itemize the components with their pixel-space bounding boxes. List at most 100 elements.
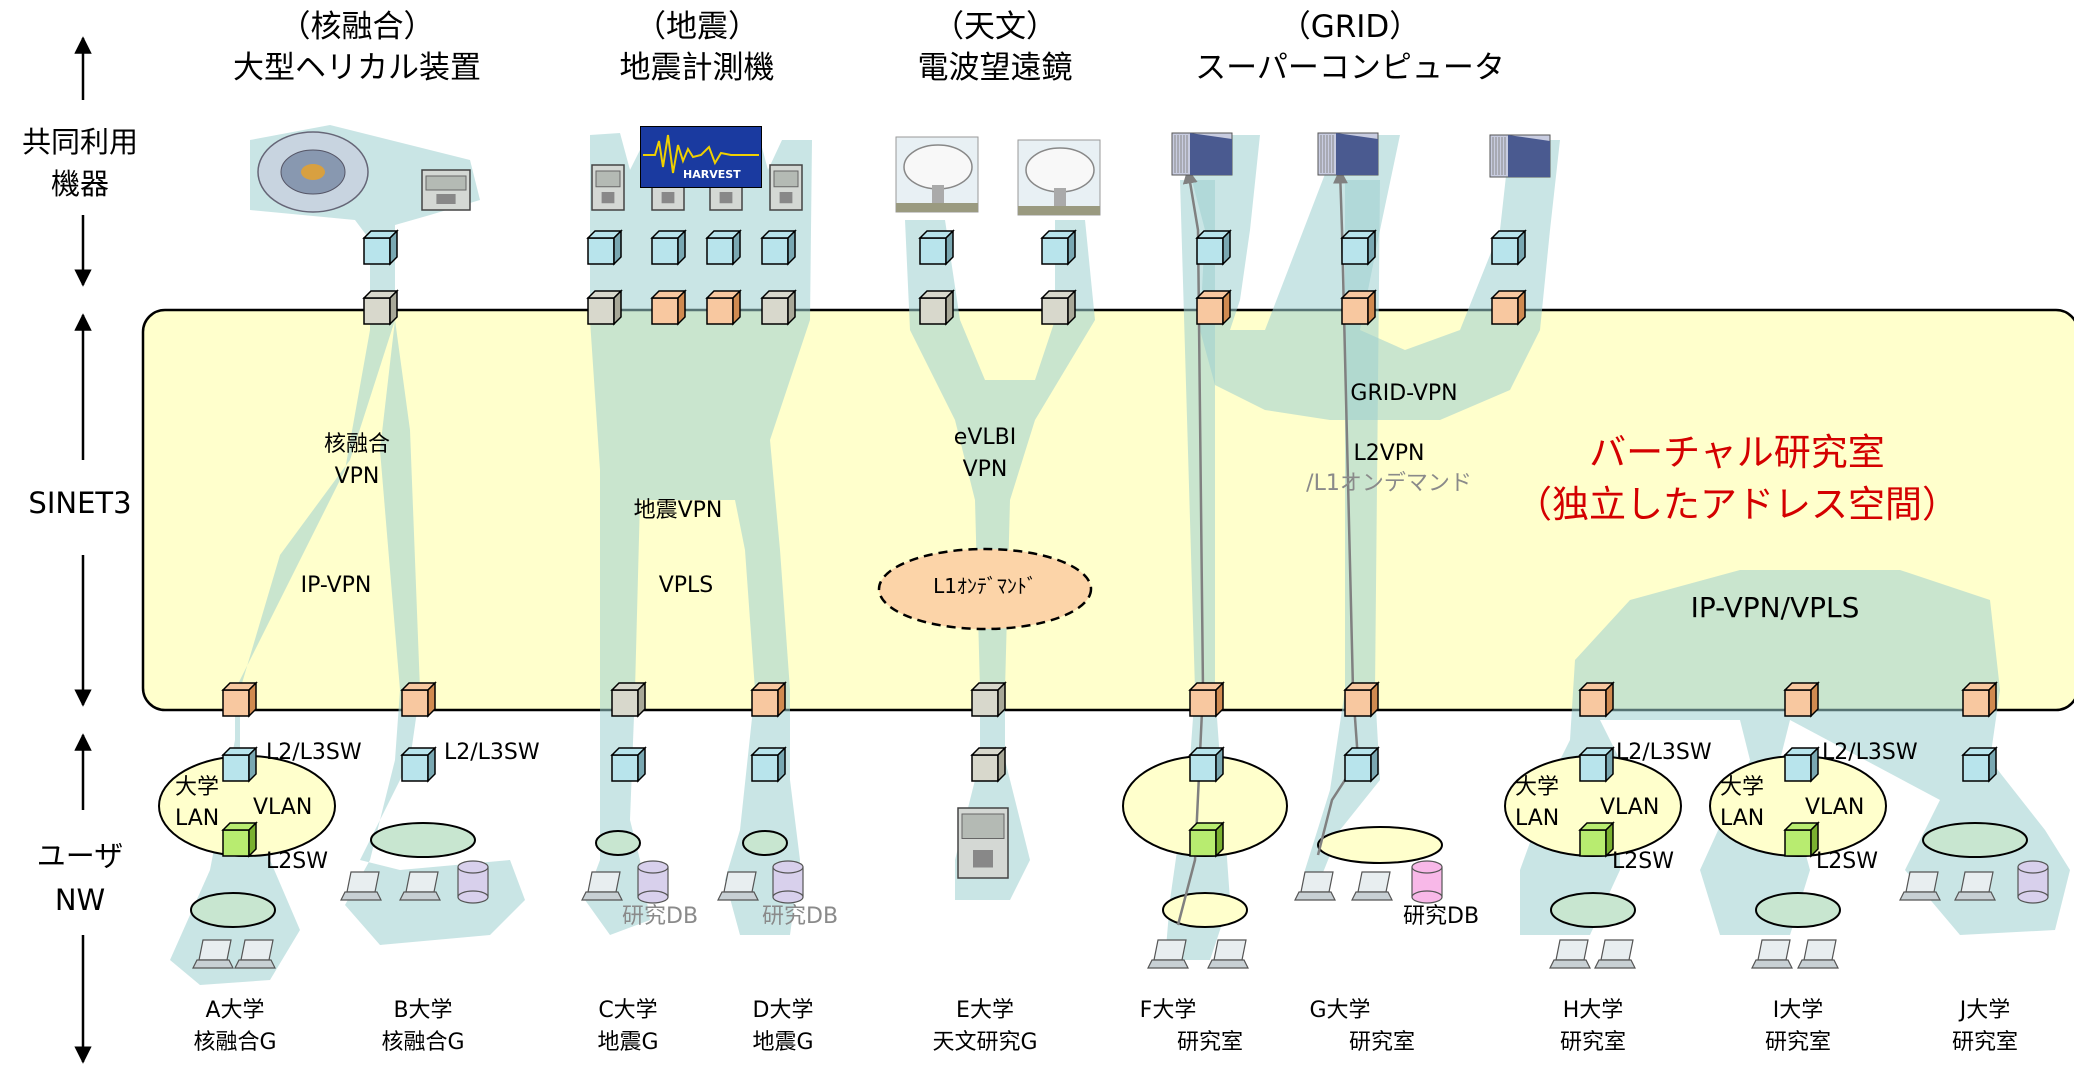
- switch-icon: [1578, 821, 1615, 858]
- campus-label-i: 大学: [1720, 775, 1765, 800]
- lan-label-a: LAN: [175, 806, 220, 831]
- switch-icon: [362, 229, 399, 266]
- header-fusion-category: （核融合）: [279, 9, 435, 45]
- database-icon: [772, 860, 804, 904]
- evlbi-vpn-label-1: eVLBI: [953, 425, 1017, 450]
- grid-vpn-label: GRID-VPN: [1350, 381, 1458, 406]
- switch-icon: [362, 289, 399, 326]
- helical-device-icon: [257, 131, 369, 213]
- l2l3sw-label-b: L2/L3SW: [444, 740, 540, 765]
- laptop-icon: [1797, 939, 1839, 969]
- database-icon: [637, 860, 669, 904]
- virtual-lab-subtitle: （独立したアドレス空間）: [1515, 483, 1959, 526]
- switch-icon: [1340, 289, 1377, 326]
- university-name-f: F大学: [1139, 998, 1197, 1023]
- l2sw-label-h: L2SW: [1612, 849, 1674, 874]
- university-group-j: 研究室: [1951, 1030, 2019, 1055]
- university-group-i: 研究室: [1764, 1030, 1832, 1055]
- supercomputer-icon: [1171, 132, 1233, 176]
- switch-icon: [221, 746, 258, 783]
- switch-icon: [221, 821, 258, 858]
- switch-icon: [1961, 681, 1998, 718]
- switch-icon: [221, 681, 258, 718]
- header-quake-category: （地震）: [635, 9, 759, 45]
- laptop-icon: [1294, 871, 1336, 901]
- header-grid-category: （GRID）: [1279, 9, 1421, 45]
- switch-icon: [970, 681, 1007, 718]
- vlan-label-h: VLAN: [1600, 795, 1660, 820]
- switch-icon: [400, 746, 437, 783]
- switch-icon: [586, 289, 623, 326]
- laptop-icon: [1351, 871, 1393, 901]
- switch-icon: [1195, 229, 1232, 266]
- side-label-user-1: ユーザ: [36, 839, 124, 873]
- quake-vpn-label: 地震VPN: [633, 498, 723, 523]
- laptop-icon: [340, 871, 382, 901]
- laptop-icon: [1954, 871, 1996, 901]
- university-group-b: 核融合G: [381, 1030, 465, 1055]
- switch-icon: [610, 681, 647, 718]
- switch-icon: [1188, 746, 1225, 783]
- database-icon: [2017, 860, 2049, 904]
- switch-icon: [1040, 289, 1077, 326]
- l2l3sw-label-h: L2/L3SW: [1616, 740, 1712, 765]
- supercomputer-icon: [1489, 134, 1551, 178]
- university-name-e: E大学: [956, 998, 1014, 1023]
- radio-telescope-icon: [895, 136, 979, 213]
- vlan-label-a: VLAN: [253, 795, 313, 820]
- switch-icon: [1490, 289, 1527, 326]
- server-icon: [591, 164, 625, 211]
- laptop-icon: [192, 939, 234, 969]
- lan-label-h: LAN: [1515, 806, 1560, 831]
- university-name-c: C大学: [598, 998, 658, 1023]
- switch-icon: [918, 229, 955, 266]
- switch-icon: [760, 289, 797, 326]
- l2vpn-label: L2VPN: [1353, 441, 1425, 466]
- l1-ondemand-label: /L1オンデマンド: [1306, 471, 1472, 496]
- laptop-icon: [1594, 939, 1636, 969]
- switch-icon: [1961, 746, 1998, 783]
- harvest-logo: HARVEST: [640, 126, 762, 188]
- harvest-logo-text: HARVEST: [683, 168, 741, 181]
- fusion-vpn-label-2: VPN: [334, 464, 380, 489]
- laptop-icon: [1751, 939, 1793, 969]
- university-name-b: B大学: [393, 998, 453, 1023]
- university-group-g: 研究室: [1348, 1030, 1416, 1055]
- university-name-a: A大学: [205, 998, 265, 1023]
- research-db-label-g: 研究DB: [1403, 904, 1480, 929]
- vpls-label: VPLS: [658, 573, 714, 598]
- switch-icon: [1188, 681, 1225, 718]
- lan-label-i: LAN: [1720, 806, 1765, 831]
- switch-icon: [1578, 746, 1615, 783]
- switch-icon: [1783, 681, 1820, 718]
- switch-icon: [1040, 229, 1077, 266]
- laptop-icon: [234, 939, 276, 969]
- supercomputer-icon: [1317, 132, 1379, 176]
- side-label-network: SINET3: [28, 486, 132, 520]
- switch-icon: [760, 229, 797, 266]
- university-name-h: H大学: [1562, 998, 1624, 1023]
- l1-ondemand-oval-label: L1ｵﾝﾃﾞﾏﾝﾄﾞ: [933, 574, 1037, 598]
- campus-label-h: 大学: [1515, 775, 1560, 800]
- university-group-f: 研究室: [1176, 1030, 1244, 1055]
- switch-icon: [750, 681, 787, 718]
- switch-icon: [918, 289, 955, 326]
- switch-icon: [1783, 821, 1820, 858]
- switch-icon: [970, 746, 1007, 783]
- switch-icon: [1490, 229, 1527, 266]
- university-group-e: 天文研究G: [932, 1030, 1038, 1055]
- side-label-user-2: NW: [54, 883, 106, 917]
- switch-icon: [1783, 746, 1820, 783]
- vlan-label-i: VLAN: [1805, 795, 1865, 820]
- switch-icon: [610, 746, 647, 783]
- switch-icon: [1188, 821, 1225, 858]
- laptop-icon: [1549, 939, 1591, 969]
- evlbi-vpn-label-2: VPN: [962, 457, 1008, 482]
- header-grid-name: スーパーコンピュータ: [1195, 50, 1505, 86]
- switch-icon: [1343, 681, 1380, 718]
- switch-icon: [705, 229, 742, 266]
- switch-icon: [1343, 746, 1380, 783]
- server-icon: [421, 169, 471, 211]
